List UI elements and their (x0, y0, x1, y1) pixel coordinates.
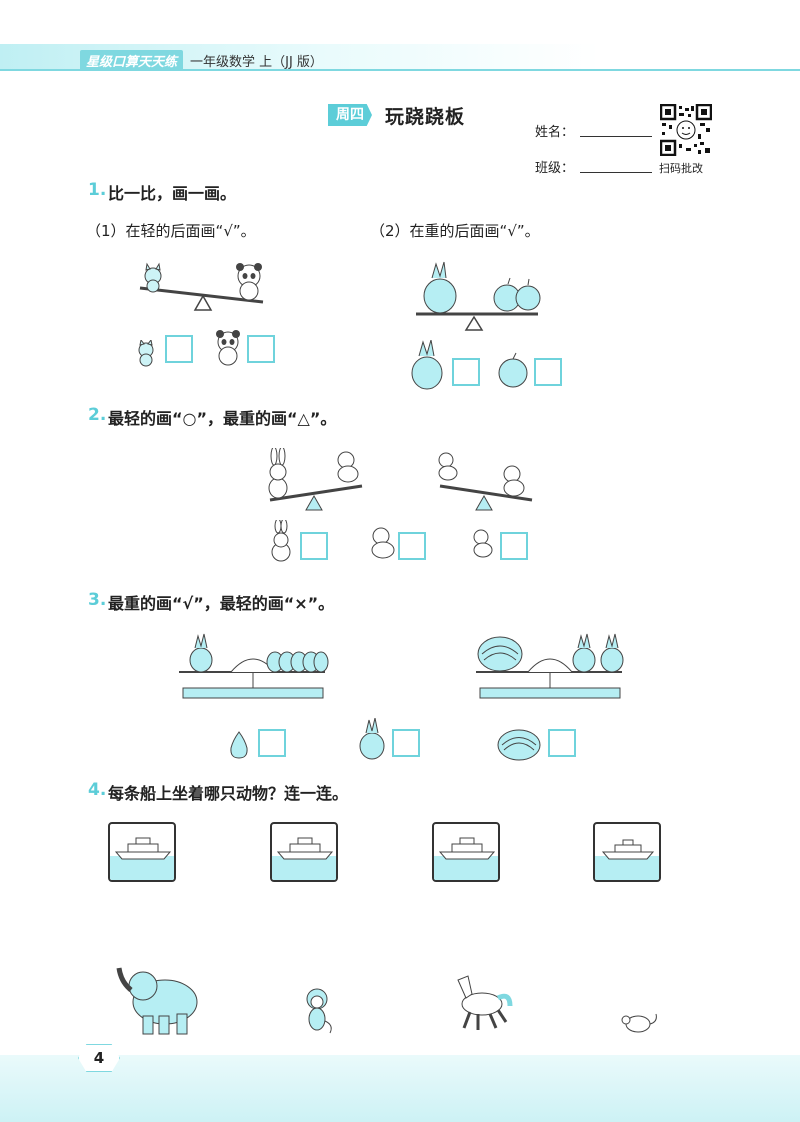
pineapple-icon (411, 340, 443, 390)
name-label: 姓名： (535, 125, 575, 140)
seesaw-rabbit-duck (268, 448, 363, 511)
monkey-icon[interactable] (298, 985, 336, 1035)
class-field[interactable] (580, 172, 652, 173)
q1-text: 比一比，画一画。 (108, 184, 237, 203)
answer-box-q1a-panda[interactable] (247, 335, 275, 363)
page-title: 玩跷跷板 (385, 106, 466, 128)
answer-box-q1b-apple[interactable] (534, 358, 562, 386)
pineapple-icon (572, 633, 624, 673)
page-number: 4 (78, 1044, 120, 1072)
mouse-icon[interactable] (618, 1008, 660, 1034)
answer-box-q2-rabbit[interactable] (300, 532, 328, 560)
duck-icon (371, 527, 395, 559)
scale-pineapple-pears (179, 633, 329, 699)
q4-text: 每条船上坐着哪只动物？连一连。 (108, 784, 349, 803)
q1-part1: （1）在轻的后面画“√”。 (86, 222, 256, 240)
watermelon-icon (477, 636, 523, 672)
pear-icon (230, 731, 248, 759)
q1-number: 1. (88, 180, 107, 200)
name-field[interactable] (580, 136, 652, 137)
answer-box-q2-duck1[interactable] (398, 532, 426, 560)
water (595, 856, 659, 880)
duck-icon (438, 452, 458, 481)
header-book-title: 一年级数学 上（JJ 版） (190, 55, 323, 70)
rabbit-icon (271, 520, 291, 562)
answer-box-q1b-pineapple[interactable] (452, 358, 480, 386)
header-divider (0, 69, 800, 71)
ship-icon (438, 837, 496, 860)
q2-number: 2. (88, 405, 107, 425)
answer-box-q1a-kitten[interactable] (165, 335, 193, 363)
q2-text: 最轻的画“○”，最重的画“△”。 (108, 409, 337, 428)
boat-frame-1[interactable] (108, 822, 176, 882)
apple-icon (493, 277, 541, 312)
answer-box-q2-duck2[interactable] (500, 532, 528, 560)
q1-part2: （2）在重的后面画“√”。 (370, 222, 540, 240)
seesaw-kitten-panda (139, 262, 264, 311)
boat-frame-4[interactable] (593, 822, 661, 882)
qr-caption: 扫码批改 (659, 162, 703, 175)
class-label: 班级： (535, 161, 575, 176)
duck-icon (473, 529, 493, 558)
day-tag: 周四 (328, 104, 372, 126)
kitten-icon (144, 262, 162, 293)
q3-number: 3. (88, 590, 107, 610)
boat-frame-2[interactable] (270, 822, 338, 882)
ship-icon (276, 837, 334, 860)
pineapple-icon (359, 718, 385, 760)
q3-text: 最重的画“√”，最轻的画“×”。 (108, 594, 335, 613)
answer-box-q3-watermelon[interactable] (548, 729, 576, 757)
seesaw-duck-duck (438, 452, 533, 511)
rabbit-icon (268, 448, 288, 499)
answer-box-q3-pineapple[interactable] (392, 729, 420, 757)
scale-watermelon-pineapples (476, 633, 624, 699)
water (272, 856, 336, 880)
elephant-icon[interactable] (115, 962, 205, 1037)
pear-icon (266, 651, 329, 673)
apple-icon (498, 352, 528, 388)
kitten-icon (138, 340, 154, 367)
watermelon-icon (497, 729, 541, 761)
balance-pineapple-apples (416, 261, 541, 331)
q4-number: 4. (88, 780, 107, 800)
qr-code-icon[interactable] (660, 104, 712, 156)
answer-box-q3-pear[interactable] (258, 729, 286, 757)
ship-icon (114, 837, 172, 860)
panda-icon (216, 330, 240, 366)
pineapple-icon (189, 633, 213, 673)
water (434, 856, 498, 880)
horse-icon[interactable] (448, 972, 514, 1034)
footer-band (0, 1055, 800, 1122)
duck-icon (503, 465, 525, 497)
water (110, 856, 174, 880)
duck-icon (337, 451, 359, 483)
pineapple-icon (423, 261, 457, 314)
ship-icon (601, 839, 655, 860)
header-brand: 星级口算天天练 (80, 50, 184, 71)
panda-icon (236, 263, 262, 301)
boat-frame-3[interactable] (432, 822, 500, 882)
